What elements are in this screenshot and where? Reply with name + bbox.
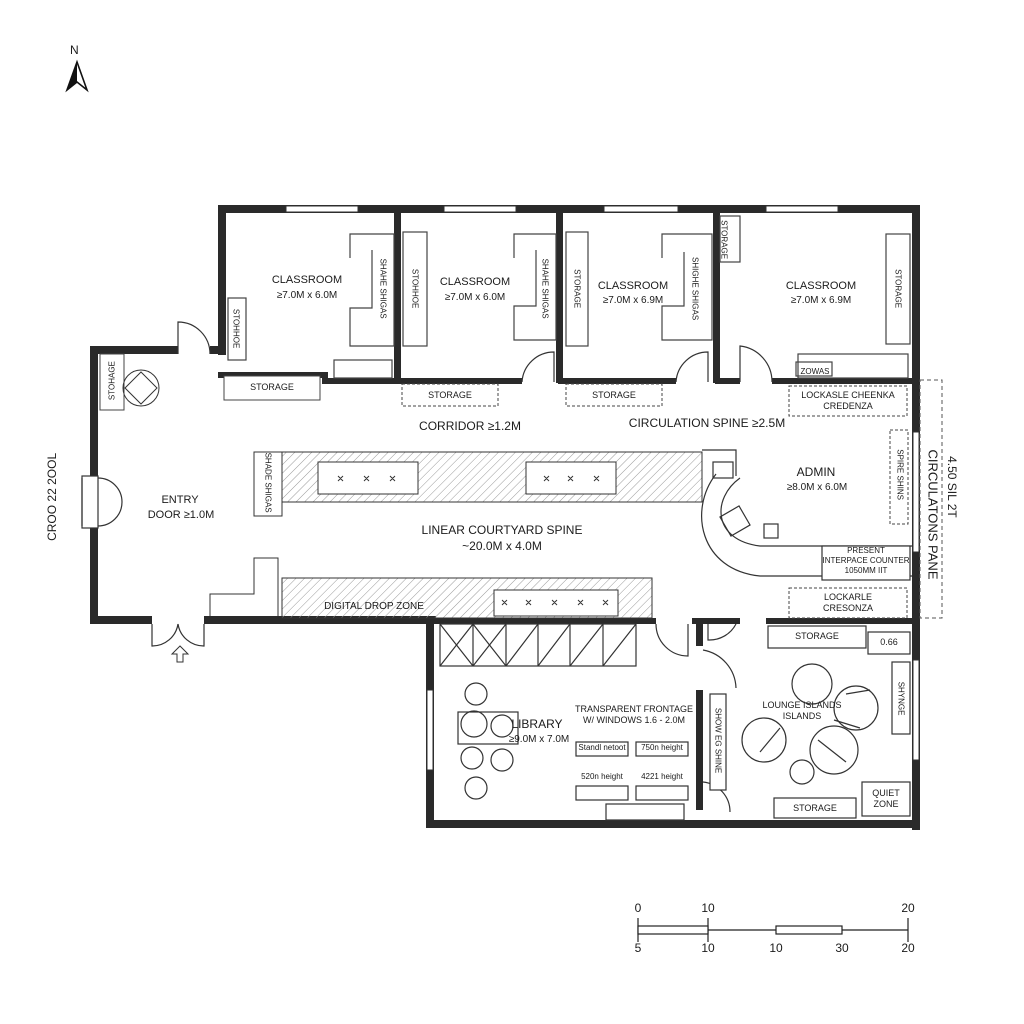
counter-line2: INTERPACE COUNTER — [822, 556, 910, 565]
counter-line3: 1050MM IIT — [844, 566, 888, 575]
digital-drop-zone: DIGITAL DROP ZONE — [324, 601, 424, 612]
scale-top-10: 10 — [701, 901, 715, 915]
storage-symbol-icon — [122, 369, 160, 407]
lounge-side-label: SHYNGE — [896, 681, 906, 716]
courtyard-title: LINEAR COURTYARD SPINE — [421, 523, 583, 537]
frontage-line2: W/ WINDOWS 1.6 - 2.0M — [582, 715, 685, 725]
classroom-2-side-label: SHAHE SHIGAS — [540, 258, 550, 319]
courtyard-benches — [209, 451, 703, 619]
admin-dims: ≥8.0M x 6.0M — [786, 482, 848, 493]
classroom-4-dims: ≥7.0M x 6.9M — [790, 295, 852, 306]
library-stacks — [439, 623, 637, 667]
scale-bottom-2: 10 — [701, 941, 715, 955]
lounge-islands — [741, 625, 911, 819]
corridor-label: CORRIDOR ≥1.2M — [419, 419, 521, 433]
classroom-2-storage-label: STOHHOE — [410, 268, 420, 309]
classroom-4-name: CLASSROOM — [785, 280, 857, 292]
shelf-label-2: 750n height — [641, 743, 683, 752]
classroom-1-side-label: SHAHE SHIGAS — [378, 258, 388, 319]
classroom-3-side-label: SHIGHE SHIGAS — [690, 257, 700, 321]
dim-box-label: 0.66 — [880, 637, 898, 647]
quiet-zone-line2: ZONE — [873, 799, 899, 809]
doors — [81, 321, 773, 813]
classroom-3-dims: ≥7.0M x 6.9M — [602, 295, 664, 306]
classroom-4-storage-label: STORAGE — [719, 220, 729, 260]
scale-bottom-3: 10 — [769, 941, 783, 955]
north-label: N — [70, 43, 79, 57]
courtyard-side-label: SHADE SHIGAS — [263, 452, 273, 513]
courtyard-dims: ~20.0M x 4.0M — [462, 539, 542, 553]
entry-line1: ENTRY — [161, 494, 199, 506]
bench-markers — [337, 475, 609, 606]
shelf-label-4: 4221 height — [641, 772, 683, 781]
storage-cr4-small: ZOWAS — [800, 367, 830, 376]
left-edge-label: CROO 22 2OOL — [45, 452, 60, 541]
classroom-1-name: CLASSROOM — [271, 274, 343, 286]
quiet-zone-line1: QUIET — [872, 788, 900, 798]
storage-cr1: STORAGE — [250, 382, 294, 392]
storage-west: STOHAGE — [107, 361, 117, 401]
classroom-3-storage-label: STORAGE — [572, 269, 582, 309]
lounge-storage-bottom: STORAGE — [793, 803, 837, 813]
classroom-2-name: CLASSROOM — [439, 276, 511, 288]
classroom-1-dims: ≥7.0M x 6.0M — [276, 290, 338, 301]
lockable-credenza-bottom-line2: CRESONZA — [822, 603, 873, 613]
storage-cr3: STORAGE — [592, 390, 636, 400]
right-circulation — [919, 379, 943, 619]
scale-bottom-4: 30 — [835, 941, 849, 955]
scale-top-20: 20 — [901, 901, 915, 915]
storage-cr2: STORAGE — [428, 390, 472, 400]
shelf-label-3: 520n height — [581, 772, 623, 781]
library-name: LIBRARY — [511, 717, 563, 731]
lounge-line1: LOUNGE ISLANDS — [762, 700, 842, 710]
circulation-spine-label: CIRCULATION SPINE ≥2.5M — [628, 416, 786, 430]
scale-bar — [637, 918, 909, 942]
counter-line1: PRESENT — [847, 546, 885, 555]
north-arrow-icon — [65, 59, 89, 93]
scale-bottom-1: 5 — [634, 941, 642, 955]
storage-blocks — [99, 353, 909, 619]
lockable-credenza-top-line2: CREDENZA — [823, 401, 873, 411]
library-dims: ≥9.0M x 7.0M — [508, 734, 570, 745]
library-tables — [457, 682, 727, 821]
shelf-label-1: Standl netoot — [578, 743, 626, 752]
classroom-3-name: CLASSROOM — [597, 280, 669, 292]
classroom-1-storage-label: STOHHOE — [231, 308, 241, 349]
windows-right — [426, 431, 920, 771]
admin-counter — [701, 449, 912, 581]
entry-arrow-icon — [170, 645, 190, 663]
right-vertical-line2: 4.50 SIL 2T — [944, 456, 959, 518]
lounge-storage-top: STORAGE — [795, 631, 839, 641]
admin-name: ADMIN — [796, 465, 836, 479]
right-tag-label: SPIRE SHINS — [895, 449, 905, 500]
windows-top — [285, 205, 839, 213]
classroom-2-dims: ≥7.0M x 6.0M — [444, 292, 506, 303]
scale-bottom-5: 20 — [901, 941, 915, 955]
classroom-4-side-label: STORAGE — [893, 269, 903, 309]
entry-line2: DOOR ≥1.0M — [147, 509, 215, 521]
library-divider-label: SHOW EG SHINE — [713, 707, 723, 774]
lounge-line2: ISLANDS — [782, 711, 822, 721]
frontage-line1: TRANSPARENT FRONTAGE — [574, 704, 693, 714]
lockable-credenza-top-line1: LOCKASLE CHEENKA — [801, 390, 895, 400]
lockable-credenza-bottom-line1: LOCKARLE — [823, 592, 873, 602]
classroom-furniture — [227, 215, 911, 379]
right-vertical-line1: CIRCULATONS PANE — [925, 449, 941, 580]
scale-top-0: 0 — [634, 901, 642, 915]
